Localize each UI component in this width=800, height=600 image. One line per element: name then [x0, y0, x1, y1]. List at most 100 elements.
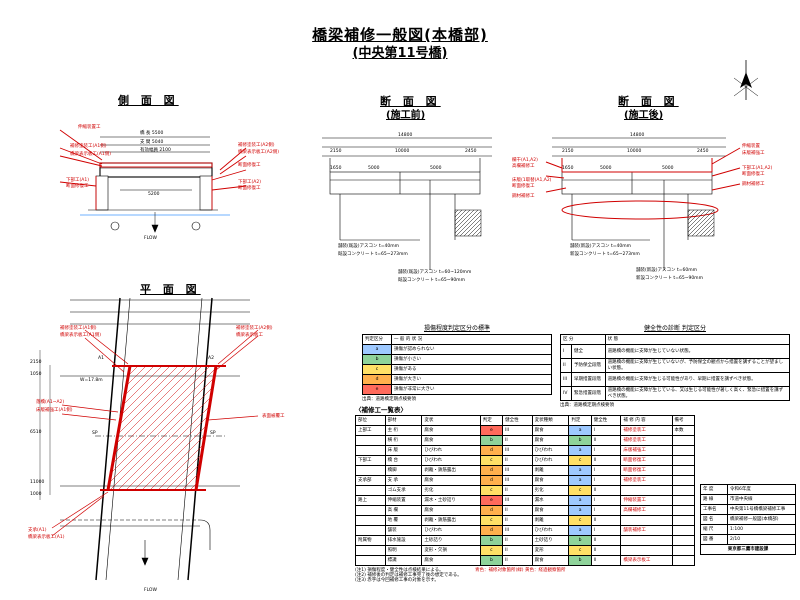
title-block-table: 年 度令和6年度 路 線市道中央線 工事名中央第11号橋橋梁補修工事 図 名橋梁… [700, 484, 796, 555]
sec-before-note-2: 舗装(既設)アスコン t=60~120mm [398, 270, 472, 275]
repair-cell-soundness: II [502, 535, 533, 546]
repair-header-cell: 健全性 [590, 415, 622, 426]
legend-soundness-h1: 状 態 [604, 334, 791, 345]
section-after-drawing [552, 137, 726, 270]
repair-cell-grade: d [479, 475, 504, 486]
side-flow-label: FLOW [144, 236, 157, 241]
sec-after-left-2: 床版(1取替(A1,A2) [512, 178, 552, 183]
repair-cell-g2: b [568, 535, 592, 546]
repair-cell-soundness: II [502, 545, 533, 556]
legend-damage-code: c [362, 364, 392, 375]
north-arrow-icon [733, 60, 759, 100]
repair-cell-repair: 補修塗装工 [620, 475, 673, 486]
section-before-drawing [322, 137, 492, 270]
repair-cell-member: 橋脚 [384, 465, 423, 476]
repair-cell-defect: 腐食 [421, 475, 481, 486]
repair-cell-part [355, 505, 386, 516]
soundness-code: III [560, 372, 572, 387]
repair-cell-grade: c [479, 545, 504, 556]
tb-org: 東京都三鷹市建設課 [700, 544, 796, 555]
repair-cell-part [355, 435, 386, 446]
legend-damage-code: b [362, 354, 392, 365]
plan-label-right-0: 補修塗装工(A2側) [236, 326, 273, 331]
repair-header-cell: 部材 [384, 415, 423, 426]
repair-cell-defect: ひびわれ [421, 455, 481, 466]
section-after-repair-marks [545, 147, 741, 220]
repair-cell-part [355, 445, 386, 456]
repair-cell-part: 上部工 [355, 425, 386, 436]
legend-damage-title: 損傷程度判定区分の標準 [423, 325, 490, 332]
repair-cell-note [671, 535, 696, 546]
tb-value: 2/10 [727, 534, 796, 545]
tb-key: 縮 尺 [700, 524, 728, 535]
sec-after-total: 14800 [630, 133, 645, 138]
repair-cell-after: 腐食 [531, 555, 570, 566]
repair-cell-soundness: III [502, 475, 533, 486]
repair-cell-g2: a [568, 505, 592, 516]
repair-cell-member: 高 欄 [384, 505, 423, 516]
repair-cell-after: 劣化 [531, 485, 570, 496]
legend-damage-code: e [362, 384, 392, 395]
legend-damage: 損傷程度判定区分の標準 判定区分 一 般 的 状 況 a 損傷が認められない b… [362, 323, 552, 402]
repair-cell-member: 排水施設 [384, 535, 423, 546]
plan-marker-a1: A1 [98, 356, 104, 361]
side-view-repair-marks [59, 129, 247, 210]
repair-cell-g2: a [568, 445, 592, 456]
repair-cell-grade: d [479, 525, 504, 536]
legend-damage-h1: 一 般 的 状 況 [391, 334, 552, 345]
repair-cell-defect: ひびわれ [421, 445, 481, 456]
repair-header-cell: 補 修 内 容 [620, 415, 673, 426]
repair-cell-part [355, 555, 386, 566]
sec-before-dim-5: 5000 [430, 166, 442, 171]
repair-cell-member: 地 覆 [384, 515, 423, 526]
section-before-subheading: (施工前) [386, 110, 426, 121]
repair-cell-repair [620, 545, 673, 556]
repair-cell-defect: 土砂詰り [421, 535, 481, 546]
plan-dim-3: 6510 [30, 430, 42, 435]
plan-dim-4: 11000 [30, 480, 45, 485]
section-after-pile [687, 209, 715, 237]
sec-before-dim-4: 5000 [368, 166, 380, 171]
repair-cell-soundness: II [502, 555, 533, 566]
repair-cell-repair [620, 515, 673, 526]
repair-cell-member: 橋 台 [384, 455, 423, 466]
drawing-title: 橋梁補修一般図(本橋部) [312, 26, 488, 44]
repair-cell-note [671, 555, 696, 566]
sec-after-right-3: 断面修復工 [742, 172, 765, 177]
repair-cell-defect: 変形・欠損 [421, 545, 481, 556]
repair-cell-repair [620, 535, 673, 546]
drawing-subtitle: (中央第11号橋) [352, 46, 448, 61]
repair-table-block: 〈補修工一覧表〉 部位部材変状判定健全性変状種類判定健全性補 修 内 容備考 上… [355, 404, 696, 583]
soundness-text: 道路橋の機能に支障が生じている、又は生じる可能性が著しく高く、緊急に措置を講ずべ… [604, 386, 791, 401]
sec-before-dim-3: 1650 [330, 166, 342, 171]
plan-view-repair-area [100, 365, 226, 491]
repair-cell-soundness: II [502, 455, 533, 466]
side-label-right-3: 下部工(A2) [238, 180, 261, 185]
tb-value: 中央第11号橋橋梁補修工事 [727, 504, 796, 515]
sec-after-right-1: 床版補強工 [742, 151, 765, 156]
repair-cell-g2: a [568, 495, 592, 506]
soundness-name: 早期措置段階 [571, 372, 606, 387]
plan-view-heading: 平 面 図 [140, 283, 201, 296]
soundness-text: 道路橋の機能に支障が生じる可能性があり、早期に措置を講ずべき状態。 [604, 372, 791, 387]
repair-note-1: (注2) 補修後の判定は補修工事完了後の想定である。 [355, 573, 462, 578]
plan-label-right-1: 橋梁表示板工 [236, 333, 263, 338]
legend-damage-text: 損傷が非常に大きい [391, 384, 552, 395]
repair-cell-s2: II [590, 515, 622, 526]
repair-cell-defect: 剥離・鉄筋露出 [421, 515, 481, 526]
side-label-right-4: 断面修復工 [238, 186, 261, 191]
repair-cell-repair: 補修塗装工 [620, 435, 673, 446]
repair-header-cell: 判定 [568, 415, 592, 426]
repair-cell-soundness: II [502, 435, 533, 446]
legend-soundness-h0: 区 分 [560, 334, 606, 345]
repair-header-cell: 健全性 [502, 415, 533, 426]
tb-value: 橋梁補修一般図(本橋部) [727, 514, 796, 525]
repair-cell-note [671, 545, 696, 556]
repair-cell-g2: b [568, 435, 592, 446]
repair-cell-g2: c [568, 545, 592, 556]
legend-damage-text: 損傷が認められない [391, 344, 552, 355]
repair-cell-soundness: II [502, 485, 533, 496]
